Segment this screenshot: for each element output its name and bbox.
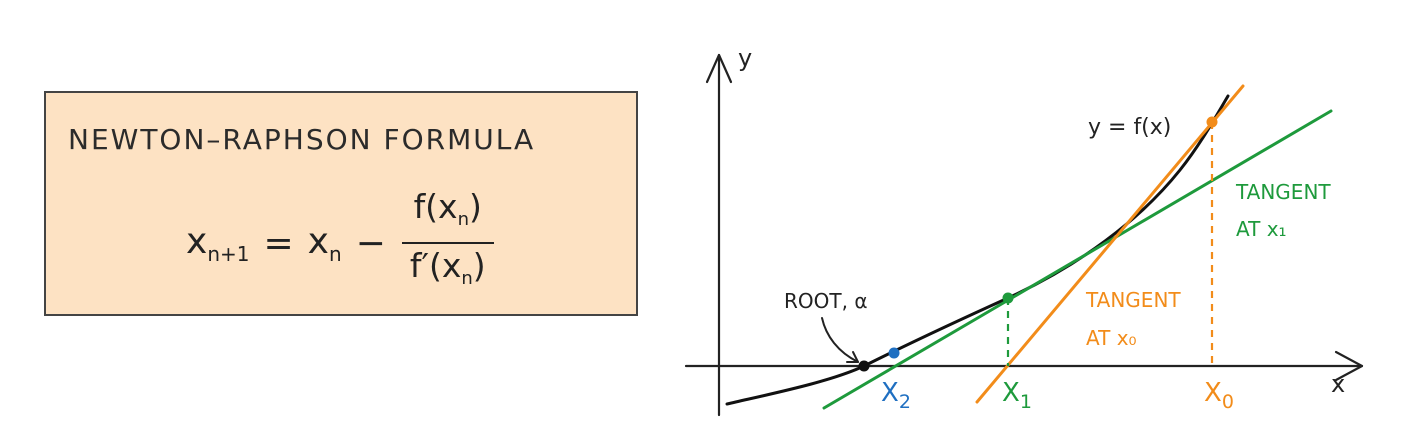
function-curve bbox=[725, 94, 1230, 406]
root-point bbox=[858, 360, 870, 372]
lhs-variable: xn+1 bbox=[186, 220, 250, 266]
newton-raphson-expression: xn+1 = xn − f(xn) f′(xn) bbox=[186, 185, 494, 301]
formula-card: NEWTON–RAPHSON FORMULA xn+1 = xn − f(xn)… bbox=[44, 91, 638, 316]
x1-label: X1 bbox=[1002, 378, 1032, 413]
x2-point bbox=[888, 347, 900, 359]
fraction: f(xn) f′(xn) bbox=[401, 185, 494, 301]
equals-sign: = bbox=[263, 222, 294, 264]
x1-point bbox=[1002, 292, 1014, 304]
x-axis-label: x bbox=[1331, 370, 1345, 398]
tangent-line-x0 bbox=[975, 84, 1245, 404]
x0-label: X0 bbox=[1204, 378, 1234, 413]
minus-sign: − bbox=[355, 222, 386, 264]
x2-label: X2 bbox=[881, 378, 911, 413]
formula-title: NEWTON–RAPHSON FORMULA bbox=[68, 123, 536, 156]
y-axis-label: y bbox=[738, 44, 752, 72]
y-axis bbox=[705, 53, 733, 417]
tangent-line-x1 bbox=[822, 109, 1333, 410]
root-label: ROOT, α bbox=[784, 289, 868, 313]
curve-label: y = f(x) bbox=[1088, 115, 1171, 140]
fraction-numerator: f(xn) bbox=[413, 187, 482, 230]
tangent-x0-label-line1: TANGENT bbox=[1085, 288, 1181, 312]
tangent-x1-label-line2: AT x₁ bbox=[1236, 217, 1287, 241]
x-axis bbox=[684, 350, 1364, 382]
x0-point bbox=[1206, 116, 1218, 128]
root-pointer-arrow bbox=[821, 317, 859, 363]
tangent-x0-label-line2: AT x₀ bbox=[1086, 326, 1137, 350]
root-pointer-arrowhead bbox=[846, 351, 859, 363]
rhs-variable: xn bbox=[307, 220, 342, 266]
fraction-bar bbox=[401, 242, 494, 244]
tangent-x1-label-line1: TANGENT bbox=[1235, 180, 1331, 204]
fraction-denominator: f′(xn) bbox=[409, 246, 486, 289]
